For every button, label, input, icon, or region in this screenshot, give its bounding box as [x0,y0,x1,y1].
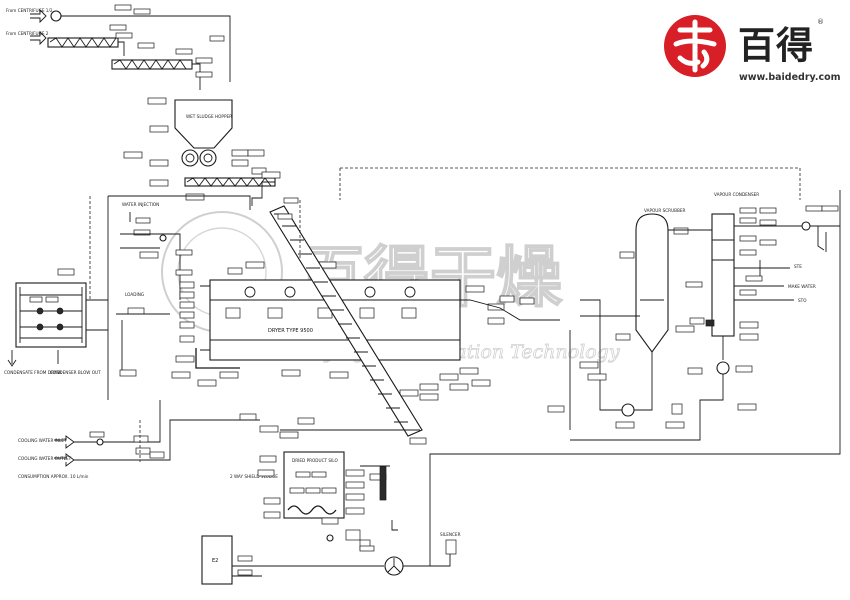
feed-pump-1 [50,10,62,22]
silencer-label: SILENCER [440,532,461,537]
brand-url: www.baidedry.com [739,72,841,83]
silo-label: DRIED PRODUCT SILO [292,458,338,463]
wet-sludge-hopper: WET SLUDGE HOPPER [123,97,267,187]
e2-box [201,535,233,585]
scrubber-label: VAPOUR SCRUBBER [644,208,686,213]
dried-product-silo: DRIED PRODUCT SILO 2 WAY SHIELD SLUDGE [230,429,420,551]
hopper-label: WET SLUDGE HOPPER [186,114,232,119]
signal-lines [89,167,801,462]
vapour-scrubber: VAPOUR SCRUBBER [547,208,695,430]
e2-label: E2 [212,558,218,564]
feed-label-1: From CENTRIFUGE 1/2 [6,8,53,13]
consumption-note: CONSUMPTION APPROX. 10 L/min [18,474,89,479]
dryer-label: DRYER TYPE 9500 [268,328,313,334]
vapour-condenser: VAPOUR CONDENSER STE MAKE WATER STO [570,192,840,441]
e2-section: E2 SILENCER [201,190,841,585]
scrubber-pump [621,403,635,417]
cooling-water-outlet-label: COOLING WATER OUTLET [18,456,72,461]
make-water-label: MAKE WATER [788,284,816,289]
condenser-label: VAPOUR CONDENSER [714,192,759,197]
condensate-out-label: CONDENSATE FROM DRYER [4,370,62,375]
dryer-section: WATER INJECTION DRYER TYPE 9500 [107,195,560,439]
condensate-blowout-label: CONDENSER BLOW OUT [50,370,101,375]
condenser-pump [716,361,730,375]
feed-section: From CENTRIFUGE 1/2 From CENTRIFUGE 2 [6,4,231,90]
brand-name: 百得 [738,24,814,67]
condenser-vessel [711,213,735,337]
ste-label: STE [794,264,802,269]
registered-mark: ® [817,18,824,26]
cooling-water-inlet-label: COOLING WATER INLET [18,438,67,443]
feed-label-2: From CENTRIFUGE 2 [6,31,49,36]
scrubber-vessel [635,213,669,353]
hopper-discharge-screw [184,171,281,206]
condensate-panel-box [15,282,87,348]
condensate-panel: CONDENSATE FROM DRYER CONDENSER BLOW OUT… [4,268,170,377]
inclined-screw-conveyor [269,197,427,445]
brand-logo-mark-icon [673,19,717,73]
loader-label: LOADING [125,292,144,297]
cooling-water-lines: COOLING WATER INLET COOLING WATER OUTLET… [18,400,260,479]
feed-screw-conveyor-2 [111,59,193,70]
silo-screw-label: 2 WAY SHIELD SLUDGE [230,474,278,479]
sto-label: STO [798,298,807,303]
brand-logo: 百得 ® www.baidedry.com [664,15,841,83]
water-injection-label: WATER INJECTION [122,202,159,207]
